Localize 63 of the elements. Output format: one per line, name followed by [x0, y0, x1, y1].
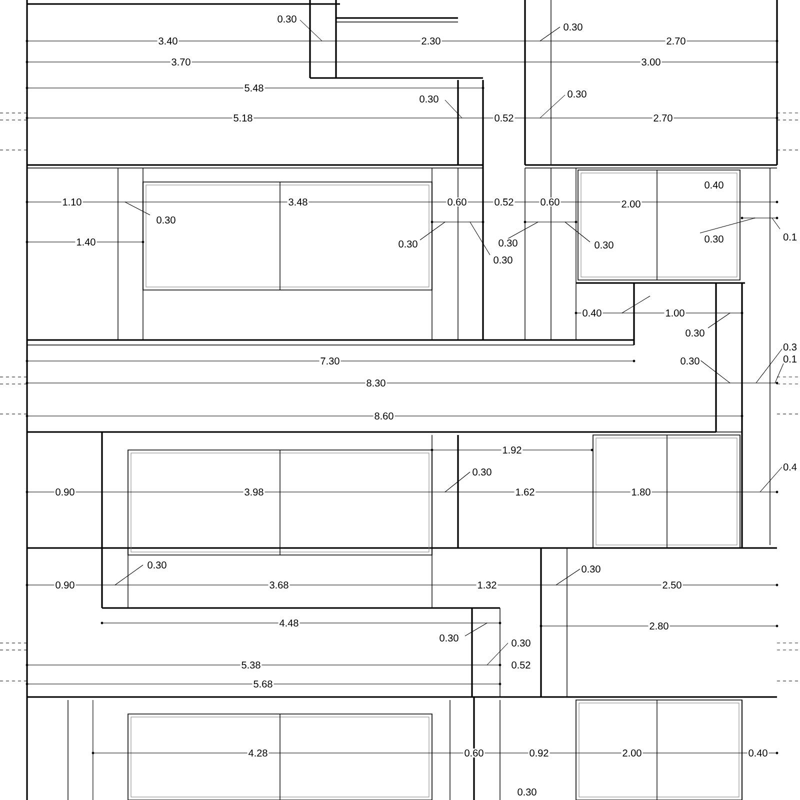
- dimension-label: 0.30: [146, 560, 168, 570]
- dimension-label: 1.00: [664, 308, 686, 318]
- dimension-label: 5.38: [240, 660, 262, 670]
- dimension-label: 3.00: [640, 57, 662, 67]
- dimension-label: 0.3: [782, 342, 798, 352]
- dimension-label: 0.30: [438, 633, 460, 643]
- dimension-label: 0.52: [493, 113, 515, 123]
- dimension-label: 0.4: [782, 462, 798, 472]
- dimension-label: 1.92: [501, 445, 523, 455]
- dimension-label: 8.30: [365, 378, 387, 388]
- dimension-label: 0.30: [492, 255, 514, 265]
- dimension-label: 0.30: [580, 564, 602, 574]
- dimension-label: 4.28: [247, 748, 269, 758]
- dimension-label: 0.30: [510, 638, 532, 648]
- dimension-label: 1.62: [514, 487, 536, 497]
- dimension-label: 0.30: [679, 356, 701, 366]
- dimension-label: 0.30: [497, 238, 519, 248]
- dimension-label: 0.40: [581, 308, 603, 318]
- dimension-label: 5.68: [252, 679, 274, 689]
- dimension-label: 3.40: [157, 36, 179, 46]
- dimension-label: 2.00: [620, 199, 642, 209]
- dimension-label: 2.80: [648, 621, 670, 631]
- dimension-label: 0.30: [684, 328, 706, 338]
- dimension-label: 0.30: [397, 239, 419, 249]
- dimension-label: 0.30: [471, 467, 493, 477]
- dimension-label: 1.80: [630, 487, 652, 497]
- dimension-label: 3.70: [170, 57, 192, 67]
- dimension-label: 0.30: [516, 787, 538, 797]
- dimension-label: 2.50: [661, 580, 683, 590]
- dimension-label: 3.98: [243, 487, 265, 497]
- dimension-label: 0.30: [566, 89, 588, 99]
- dimension-label: 0.52: [510, 660, 532, 670]
- dimension-label: 1.32: [476, 580, 498, 590]
- dimension-label: 2.30: [420, 36, 442, 46]
- dimension-label: 0.40: [747, 748, 769, 758]
- dimension-label: 0.30: [155, 215, 177, 225]
- dimension-label: 2.70: [652, 113, 674, 123]
- dimension-label: 0.30: [703, 234, 725, 244]
- dimension-label: 0.60: [446, 197, 468, 207]
- dimension-label: 0.90: [54, 580, 76, 590]
- dimension-label: 3.68: [268, 580, 290, 590]
- dimension-label: 8.60: [373, 411, 395, 421]
- dimension-label: 2.70: [665, 36, 687, 46]
- dimension-label: 0.52: [493, 197, 515, 207]
- dimension-label: 0.92: [528, 748, 550, 758]
- dimension-label: 5.18: [232, 113, 254, 123]
- dimension-label: 0.60: [539, 197, 561, 207]
- dimension-label: 0.30: [562, 22, 584, 32]
- dimension-label: 1.10: [61, 197, 83, 207]
- dimension-label: 0.30: [593, 240, 615, 250]
- dimension-label: 0.30: [418, 94, 440, 104]
- dimension-label: 3.48: [287, 197, 309, 207]
- dimension-label: 0.1: [782, 354, 798, 364]
- dimension-label: 5.48: [243, 83, 265, 93]
- dimension-label: 7.30: [319, 356, 341, 366]
- dimension-label: 0.40: [703, 180, 725, 190]
- dimension-label: 0.30: [276, 14, 298, 24]
- dimension-label: 0.60: [463, 748, 485, 758]
- dimension-label: 0.1: [782, 232, 798, 242]
- dimension-label: 0.90: [54, 487, 76, 497]
- dimension-label: 1.40: [75, 237, 97, 247]
- dimension-label: 2.00: [621, 748, 643, 758]
- dimension-label: 4.48: [278, 618, 300, 628]
